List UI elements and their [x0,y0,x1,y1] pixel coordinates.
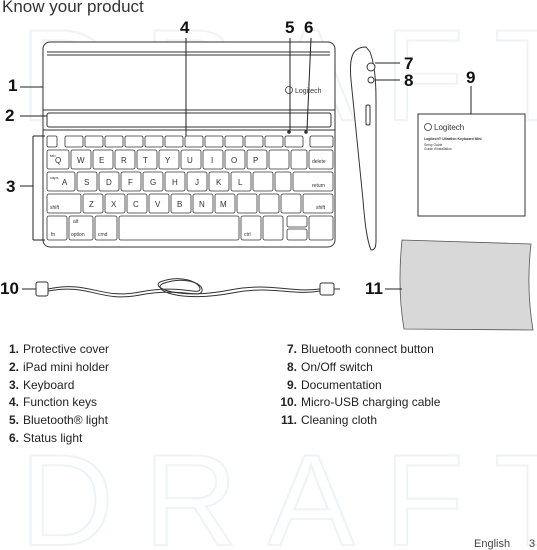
key-i: I [211,156,213,165]
doc-line-2: Guide d'installation [424,147,452,151]
key-ctrl: ctrl [244,232,251,238]
key-alt: alt [73,219,79,225]
key-t: T [143,156,148,165]
key-c: C [133,200,139,209]
legend-item: 7.Bluetooth connect button [286,342,434,356]
svg-text:DRAFT: DRAFT [20,427,537,550]
key-return: return [312,183,325,189]
legend-item: 9.Documentation [286,377,382,392]
key-r: R [121,156,127,165]
footer-page-number: 3 [529,538,536,550]
status-light [304,130,308,134]
key-caps-hint: caps [50,175,58,180]
doc-line-1: Setup Guide [424,143,442,147]
key-delete: delete [312,159,326,165]
main-keys [46,149,334,241]
legend-item: 5.Bluetooth® light [8,413,108,428]
legend-right: 7.Bluetooth connect button 8.On/Off swit… [276,341,440,430]
key-h: H [172,178,178,187]
key-labels: Q W E R T Y U I O P delete A S D F G H J… [50,153,326,238]
key-v: V [155,200,161,209]
usb-cable [35,278,340,298]
key-n: N [199,200,205,209]
legend-item: 4.Function keys [8,395,98,410]
callout-9: 9 [466,68,476,87]
logitech-logo-icon [285,86,293,94]
key-o: O [231,156,237,165]
callout-2: 2 [5,106,15,125]
footer-language: English [474,538,511,550]
callout-8: 8 [404,71,414,90]
legend-item: 6.Status light [8,430,83,445]
page-title: Know your product [2,0,144,16]
callout-6: 6 [304,18,314,37]
key-g: G [150,178,156,187]
legend-left: 1.Protective cover 2.iPad mini holder 3.… [0,341,109,448]
key-w: W [77,156,85,165]
doc-brand: Logitech [434,123,464,132]
key-d: D [106,178,112,187]
key-f: F [128,178,133,187]
cleaning-cloth [399,239,534,331]
key-j: J [195,178,199,187]
callout-1: 1 [8,76,18,95]
key-k: K [216,178,222,187]
key-a: A [62,178,68,187]
key-shift-left: shift [50,205,60,211]
key-cmd: cmd [98,232,108,238]
key-tab-hint: tab [50,153,56,158]
legend-item: 2.iPad mini holder [8,359,110,374]
doc-logitech-icon [424,123,432,131]
ipad-holder [46,112,332,128]
legend-item: 1.Protective cover [8,342,110,356]
bluetooth-light [287,130,291,134]
legend-item: 3.Keyboard [8,377,75,392]
callout-3: 3 [6,177,16,196]
key-p: P [253,156,258,165]
on-off-switch [367,76,375,84]
callout-11: 11 [365,279,383,298]
key-option: option [71,232,85,238]
legend-item: 8.On/Off switch [286,359,373,374]
key-b: B [177,200,182,209]
function-key-row [46,130,334,148]
doc-title: Logitech® Ultrathin Keyboard Mini [424,137,482,141]
documentation: Logitech Logitech® Ultrathin Keyboard Mi… [417,113,526,217]
bluetooth-connect-button [366,62,376,72]
key-y: Y [165,156,171,165]
legend-item: 10.Micro-USB charging cable [280,395,441,410]
key-q: Q [55,156,61,165]
key-l: L [238,178,243,187]
callout-5: 5 [285,18,295,37]
leader-lines [20,37,472,290]
legend-item: 11.Cleaning cloth [280,413,378,428]
key-u: U [187,156,193,165]
key-s: S [84,178,89,187]
callout-4: 4 [180,18,190,37]
key-e: E [99,156,104,165]
callout-7: 7 [404,54,414,73]
key-fn: fn [51,232,55,238]
key-z: Z [89,200,94,209]
key-shift-right: shift [316,205,326,211]
side-view [349,46,377,251]
key-m: M [220,200,227,209]
callout-10: 10 [0,279,19,298]
key-x: X [111,200,117,209]
